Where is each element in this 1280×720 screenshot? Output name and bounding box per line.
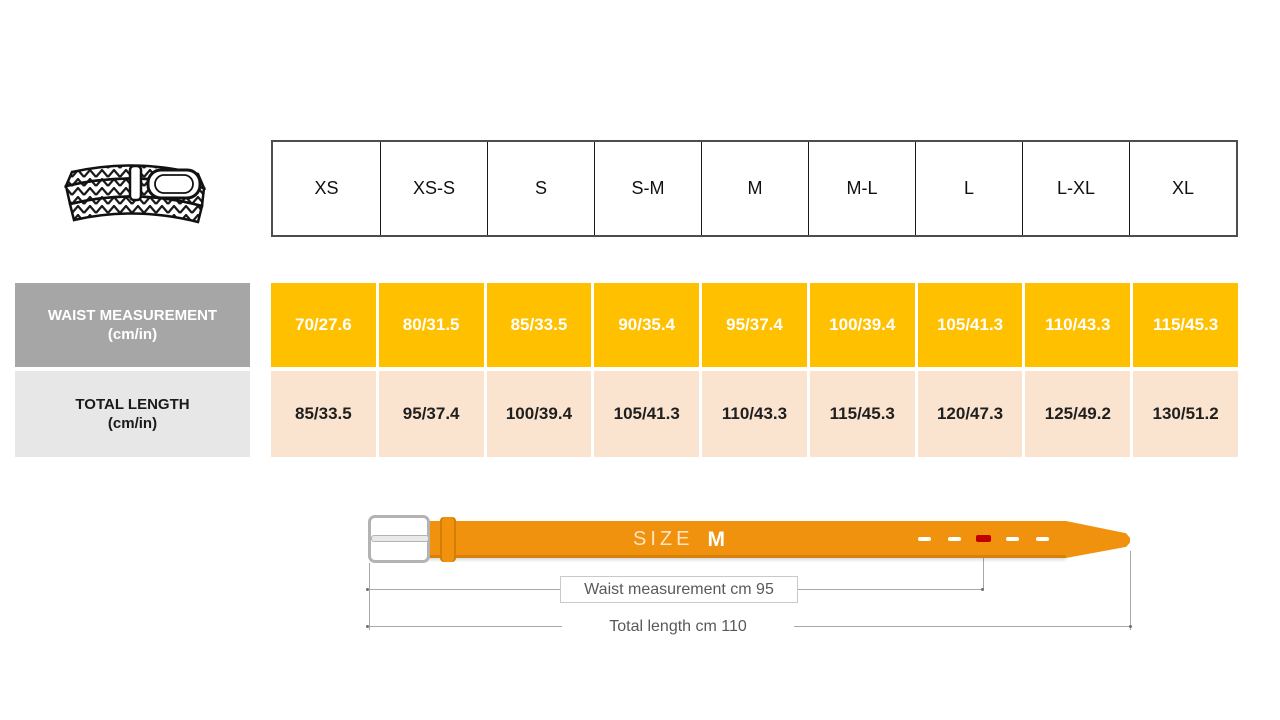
size-value-label: M: [707, 527, 725, 551]
waist-measurement-unit: (cm/in): [107, 326, 158, 343]
total-length-row-label: TOTAL LENGTH (cm/in): [15, 371, 250, 457]
belt-hole: [1006, 537, 1019, 541]
total-length-value-cell: 110/43.3: [702, 371, 807, 457]
total-length-value-cell: 100/39.4: [486, 371, 592, 457]
size-header-cell: L: [915, 142, 1022, 235]
waist-value-cell: 85/33.5: [486, 283, 592, 367]
total-length-unit: (cm/in): [107, 415, 158, 432]
belt-keeper-loop: [440, 517, 456, 562]
size-header-cell: XL: [1129, 142, 1236, 235]
total-line-left-dot: [366, 625, 369, 628]
total-length-value-cell: 85/33.5: [271, 371, 376, 457]
total-length-value-cell: 125/49.2: [1025, 371, 1131, 457]
buckle-guide-line: [369, 563, 370, 630]
waist-value-cell: 115/45.3: [1133, 283, 1238, 367]
size-header-cell: XS: [314, 178, 339, 198]
waist-measurement-row-label: WAIST MEASUREMENT (cm/in): [15, 283, 250, 367]
belt-hole-active: [976, 535, 991, 542]
waist-value-cell: 110/43.3: [1025, 283, 1131, 367]
size-header-cell: S-M: [594, 142, 701, 235]
size-header-cell: M: [701, 142, 808, 235]
size-header-cell: XS-S: [380, 142, 487, 235]
total-line-right-dot: [1129, 625, 1132, 628]
belt-hole: [948, 537, 961, 541]
waist-measurement-row: 70/27.6 80/31.5 85/33.5 90/35.4 95/37.4 …: [271, 283, 1238, 367]
hole-guide-line: [983, 543, 984, 590]
size-header-table: XS XS-S S S-M M M-L L L-XL XL: [271, 140, 1238, 237]
waist-value-cell: 80/31.5: [378, 283, 484, 367]
belt-hole: [1036, 537, 1049, 541]
braided-belt-art: [63, 164, 207, 224]
total-length-value-cell: 105/41.3: [594, 371, 700, 457]
size-header-cell: L-XL: [1022, 142, 1129, 235]
total-length-value-cell: 130/51.2: [1133, 371, 1238, 457]
belt-size-text: SIZE M: [599, 521, 759, 558]
waist-line-left-dot: [366, 588, 369, 591]
waist-measurement-annotation: Waist measurement cm 95: [560, 576, 798, 603]
waist-measurement-label: WAIST MEASUREMENT: [47, 306, 218, 324]
braided-belt-image: [60, 142, 210, 242]
total-length-value-cell: 95/37.4: [378, 371, 484, 457]
belt-buckle-prong: [371, 535, 429, 542]
size-prefix-label: SIZE: [633, 528, 694, 550]
belt-hole: [918, 537, 931, 541]
total-length-row: 85/33.5 95/37.4 100/39.4 105/41.3 110/43…: [271, 371, 1238, 457]
belt-tip: [1066, 521, 1130, 558]
size-header-cell: S: [487, 142, 594, 235]
total-length-value-cell: 120/47.3: [917, 371, 1023, 457]
waist-value-cell: 95/37.4: [702, 283, 807, 367]
total-length-value-cell: 115/45.3: [809, 371, 915, 457]
total-length-annotation: Total length cm 110: [562, 615, 794, 639]
waist-value-cell: 70/27.6: [271, 283, 376, 367]
size-header-cell: M-L: [808, 142, 915, 235]
tip-guide-line: [1130, 551, 1131, 630]
total-length-label: TOTAL LENGTH: [75, 395, 190, 413]
waist-value-cell: 90/35.4: [594, 283, 700, 367]
waist-value-cell: 100/39.4: [809, 283, 915, 367]
waist-line-right-dot: [981, 588, 984, 591]
waist-value-cell: 105/41.3: [917, 283, 1023, 367]
